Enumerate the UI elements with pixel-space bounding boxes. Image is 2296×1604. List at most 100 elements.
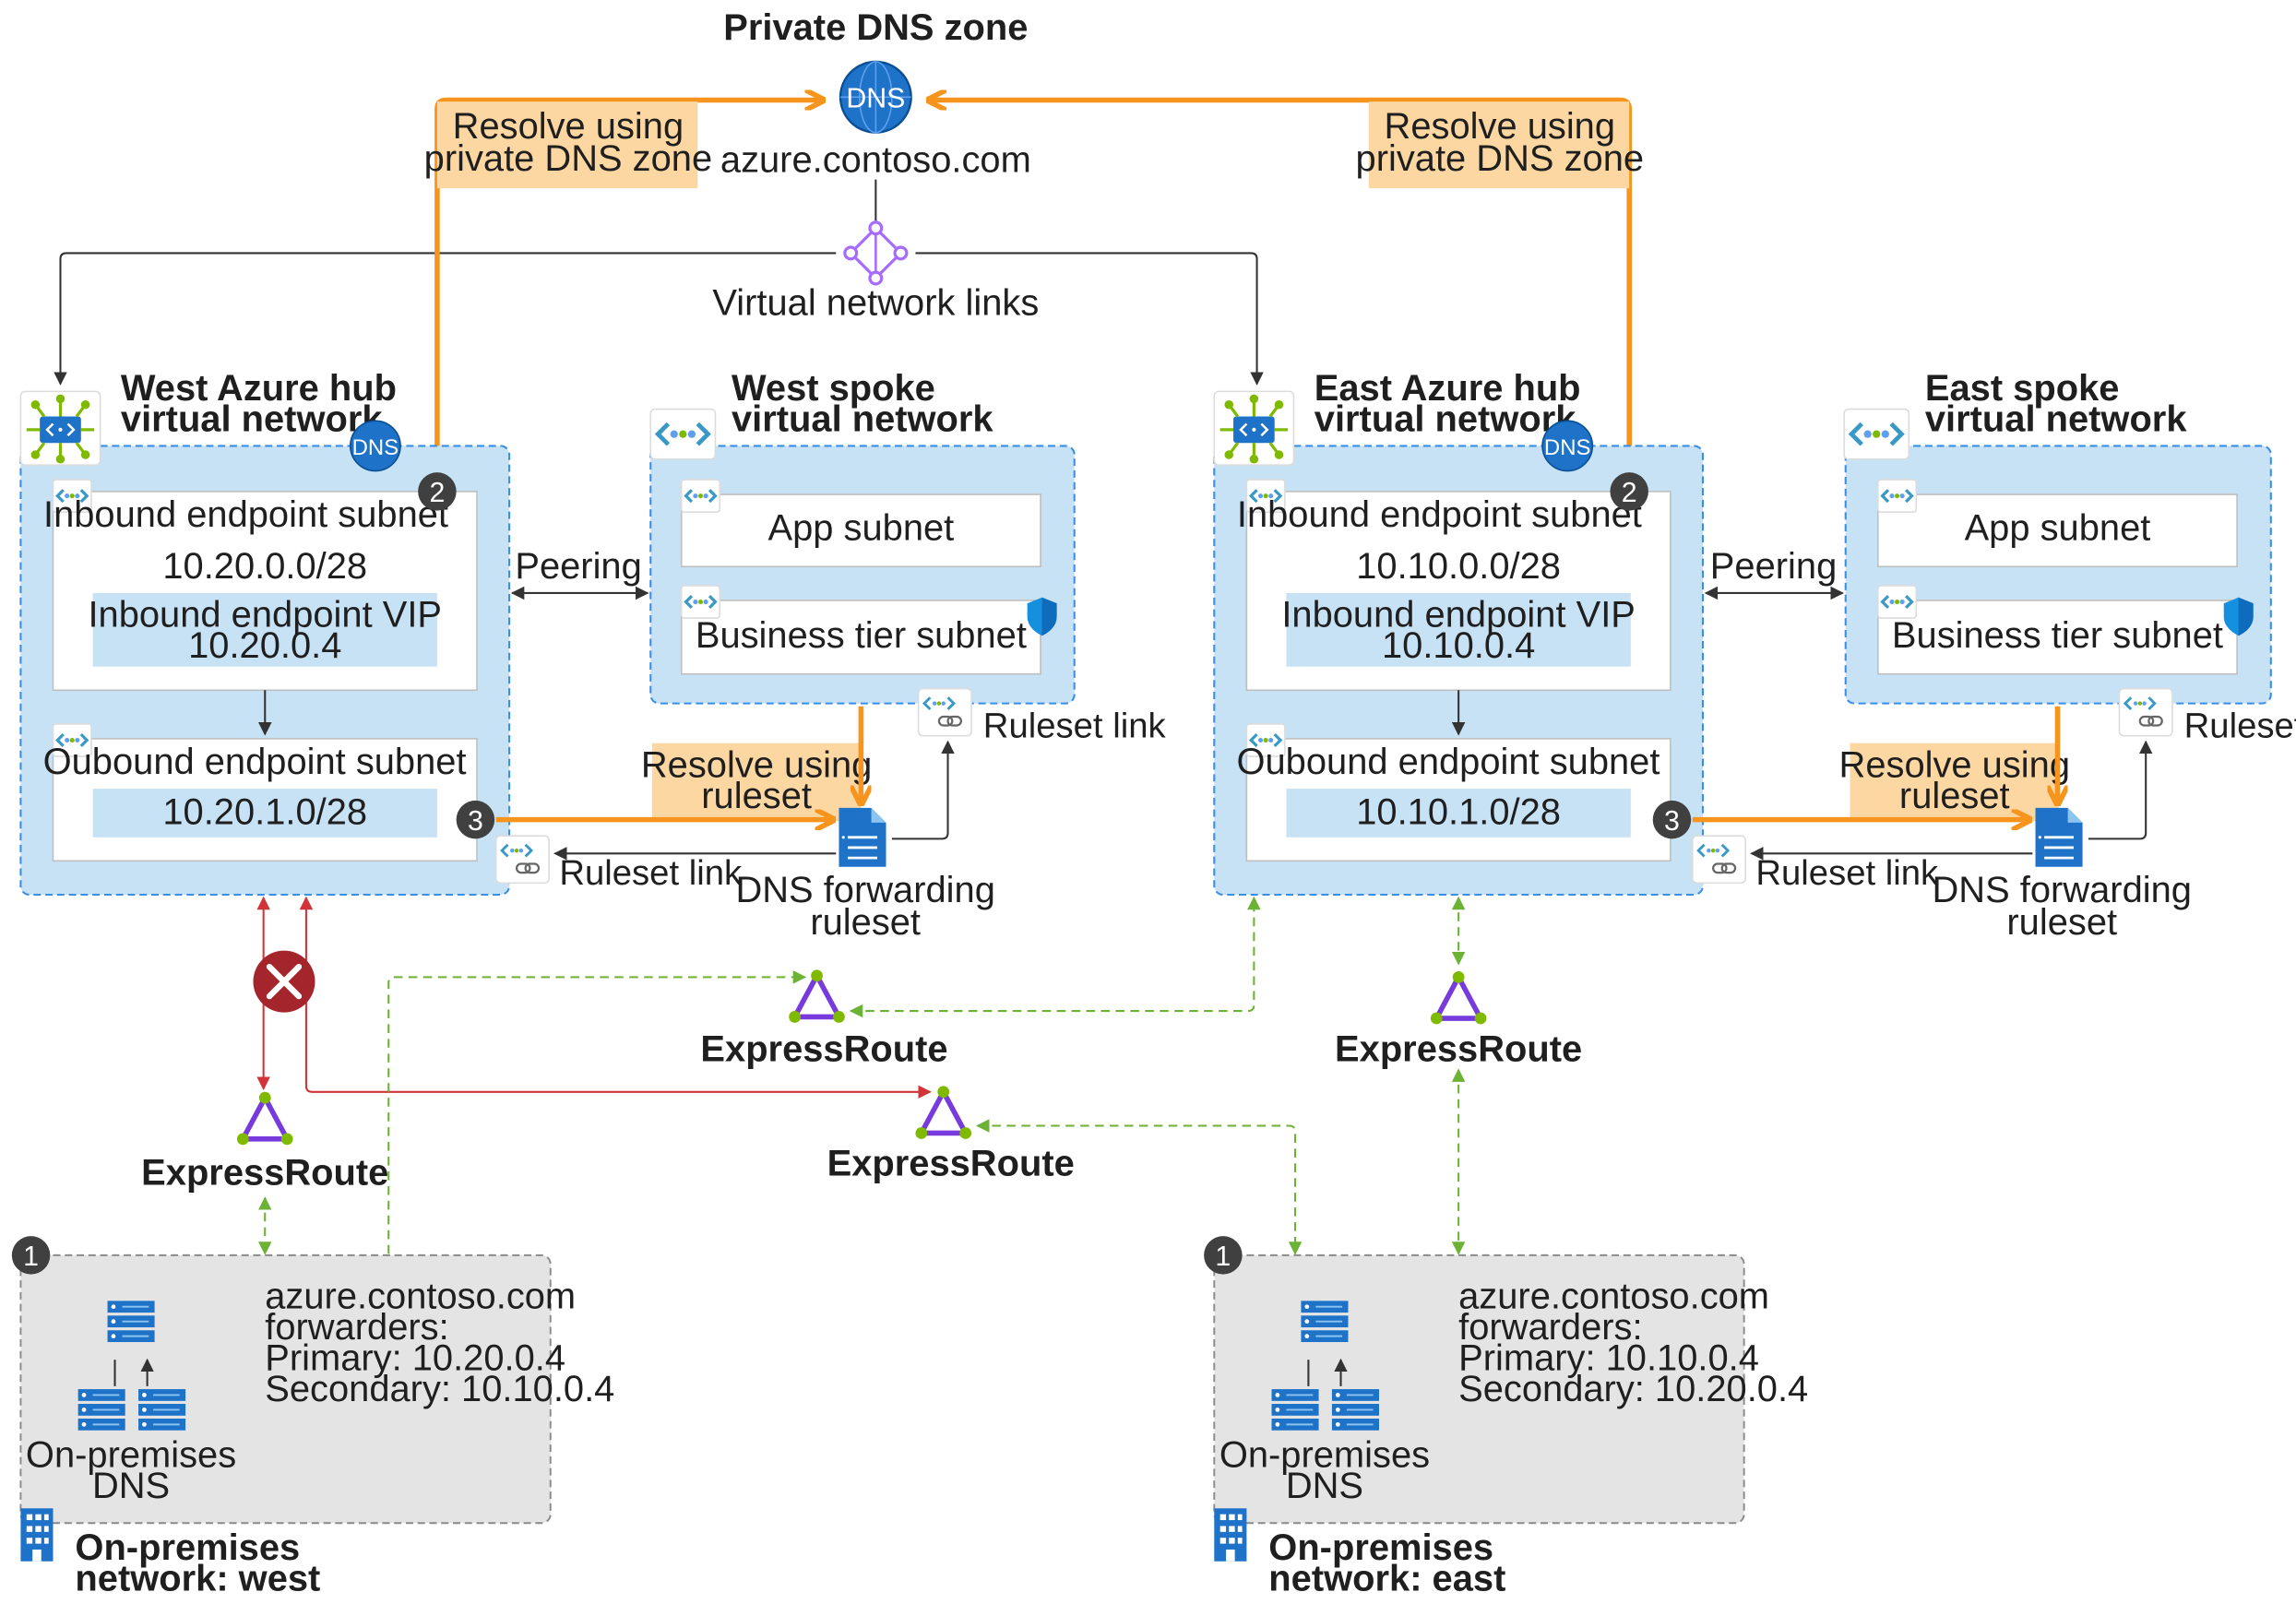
west-hub-icon (18, 389, 102, 467)
failure-x-icon (253, 950, 315, 1013)
west-onprem-dns-line1: On-premises (26, 1435, 236, 1476)
svg-text:Resolve using: Resolve using (1839, 744, 2070, 785)
svg-text:1: 1 (23, 1242, 39, 1272)
svg-text:3: 3 (1664, 806, 1680, 837)
east-resolve-zone-label: Resolve using private DNS zone (1356, 101, 1644, 189)
svg-text:private DNS zone: private DNS zone (424, 138, 712, 179)
middle-er-to-east-hub (849, 896, 1261, 1018)
west-ruleset-link-top-label: Ruleset link (983, 706, 1167, 745)
east-expressroute-icon (1431, 971, 1487, 1024)
svg-text:Oubound endpoint subnet: Oubound endpoint subnet (43, 742, 467, 782)
svg-text:ruleset: ruleset (701, 776, 812, 816)
west-expressroute-icon (237, 1092, 293, 1145)
west-business-subnet: Business tier subnet (680, 584, 1057, 675)
svg-text:10.10.0.0/28: 10.10.0.0/28 (1356, 546, 1561, 587)
server-icon (1270, 1388, 1320, 1432)
east-spoke-title-line1: East spoke (1925, 368, 2120, 409)
vnet-link-east-connector (915, 252, 1264, 386)
server-icon (106, 1300, 156, 1343)
svg-text:10.20.1.0/28: 10.20.1.0/28 (162, 791, 367, 832)
west-hub-title-line2: virtual network (121, 398, 383, 439)
svg-text:DNS: DNS (352, 435, 399, 460)
west-resolve-ruleset-label: Resolve using ruleset (641, 743, 872, 822)
west-onprem-dns-line2: DNS (92, 1466, 170, 1506)
west-ruleset-link-bottom-icon (494, 834, 551, 885)
dns-zone-title: Private DNS zone (723, 7, 1028, 48)
west-hub-title-line1: West Azure hub (121, 368, 397, 409)
east-forwarding-ruleset-line1: DNS forwarding (1933, 870, 2192, 910)
west-spoke-title-line1: West spoke (732, 368, 935, 409)
west-step-1-badge: 1 (11, 1236, 51, 1275)
lower-er-to-east-onprem (975, 1119, 1303, 1255)
svg-text:Oubound endpoint subnet: Oubound endpoint subnet (1236, 742, 1660, 782)
dns-zone-name: azure.contoso.com (720, 140, 1031, 181)
east-ruleset-to-link-arrow (2088, 740, 2153, 840)
east-inbound-subnet: Inbound endpoint subnet 10.10.0.0/28 Inb… (1237, 478, 1671, 692)
west-building-icon (20, 1508, 54, 1562)
svg-text:Inbound endpoint subnet: Inbound endpoint subnet (43, 494, 448, 535)
east-app-subnet: App subnet (1876, 478, 2238, 568)
middle-upper-expressroute-label: ExpressRoute (700, 1028, 947, 1069)
west-onprem-config-4: Secondary: 10.10.0.4 (265, 1369, 614, 1409)
east-hub-title-line1: East Azure hub (1315, 368, 1581, 409)
west-ruleset-to-link-arrow (891, 740, 955, 840)
east-business-subnet: Business tier subnet (1876, 584, 2254, 675)
east-onprem-dns-servers (1270, 1300, 1380, 1432)
west-onprem-config-3: Primary: 10.20.0.4 (265, 1337, 565, 1378)
west-failed-route-east (299, 896, 932, 1099)
svg-text:1: 1 (1215, 1242, 1231, 1272)
subnet-icon (680, 478, 721, 514)
west-ruleset-link-bottom-label: Ruleset link (559, 853, 743, 893)
svg-text:Inbound endpoint subnet: Inbound endpoint subnet (1237, 494, 1642, 535)
west-step-2-badge: 2 (418, 472, 457, 511)
west-onprem-to-middle-er (387, 970, 807, 1254)
east-onprem-dns-line2: DNS (1286, 1466, 1363, 1506)
east-hub-title-line2: virtual network (1315, 398, 1576, 439)
east-outbound-subnet: Oubound endpoint subnet 10.10.1.0/28 (1236, 722, 1671, 862)
svg-text:2: 2 (1622, 478, 1637, 508)
server-icon (1300, 1300, 1350, 1343)
subnet-icon (1876, 478, 1918, 514)
server-icon (137, 1388, 187, 1432)
west-forwarding-ruleset-icon (838, 806, 887, 869)
svg-text:private DNS zone: private DNS zone (1356, 138, 1644, 179)
svg-text:10.10.0.4: 10.10.0.4 (1382, 625, 1535, 666)
west-inbound-subnet: Inbound endpoint subnet 10.20.0.0/28 Inb… (43, 478, 478, 692)
private-dns-zone-icon: DNS (839, 60, 912, 134)
east-spoke-title-line2: virtual network (1925, 398, 2187, 439)
svg-text:Resolve using: Resolve using (1385, 106, 1615, 147)
svg-text:10.20.0.4: 10.20.0.4 (188, 625, 341, 666)
west-resolve-zone-label: Resolve using private DNS zone (424, 101, 712, 189)
subnet-icon (680, 584, 721, 620)
svg-text:Business tier subnet: Business tier subnet (1892, 615, 2223, 656)
west-dns-resolver-icon: DNS (349, 420, 401, 472)
middle-lower-expressroute-label: ExpressRoute (827, 1144, 1075, 1184)
east-dns-resolver-icon: DNS (1541, 420, 1594, 472)
svg-text:Business tier subnet: Business tier subnet (696, 615, 1027, 656)
east-step-1-badge: 1 (1204, 1236, 1243, 1275)
svg-text:Inbound endpoint VIP: Inbound endpoint VIP (1281, 595, 1636, 636)
svg-text:2: 2 (429, 478, 445, 508)
east-peering-label: Peering (1710, 546, 1837, 587)
server-icon (1330, 1388, 1380, 1432)
east-ruleset-link-top-icon (2118, 687, 2174, 738)
svg-text:3: 3 (468, 806, 483, 837)
east-ruleset-link-bottom-icon (1691, 834, 1747, 885)
east-forwarding-ruleset-icon (2034, 806, 2085, 869)
svg-text:10.20.0.0/28: 10.20.0.0/28 (162, 546, 367, 587)
svg-text:App subnet: App subnet (1965, 508, 2151, 549)
west-app-subnet: App subnet (680, 478, 1041, 568)
svg-text:App subnet: App subnet (768, 508, 955, 549)
svg-text:10.10.1.0/28: 10.10.1.0/28 (1356, 791, 1561, 832)
subnet-icon (1876, 584, 1918, 620)
east-onprem-config-2: forwarders: (1458, 1307, 1642, 1348)
east-onprem-config-4: Secondary: 10.20.0.4 (1458, 1369, 1808, 1409)
east-hub-icon (1212, 389, 1296, 467)
west-expressroute-label: ExpressRoute (141, 1152, 388, 1193)
east-step-3-badge: 3 (1652, 800, 1692, 839)
west-onprem-config-2: forwarders: (265, 1307, 448, 1348)
west-ruleset-link-top-icon (917, 687, 973, 738)
east-building-icon (1214, 1508, 1247, 1562)
east-onprem-network-line2: network: east (1268, 1559, 1505, 1599)
svg-text:Inbound endpoint VIP: Inbound endpoint VIP (88, 595, 442, 636)
